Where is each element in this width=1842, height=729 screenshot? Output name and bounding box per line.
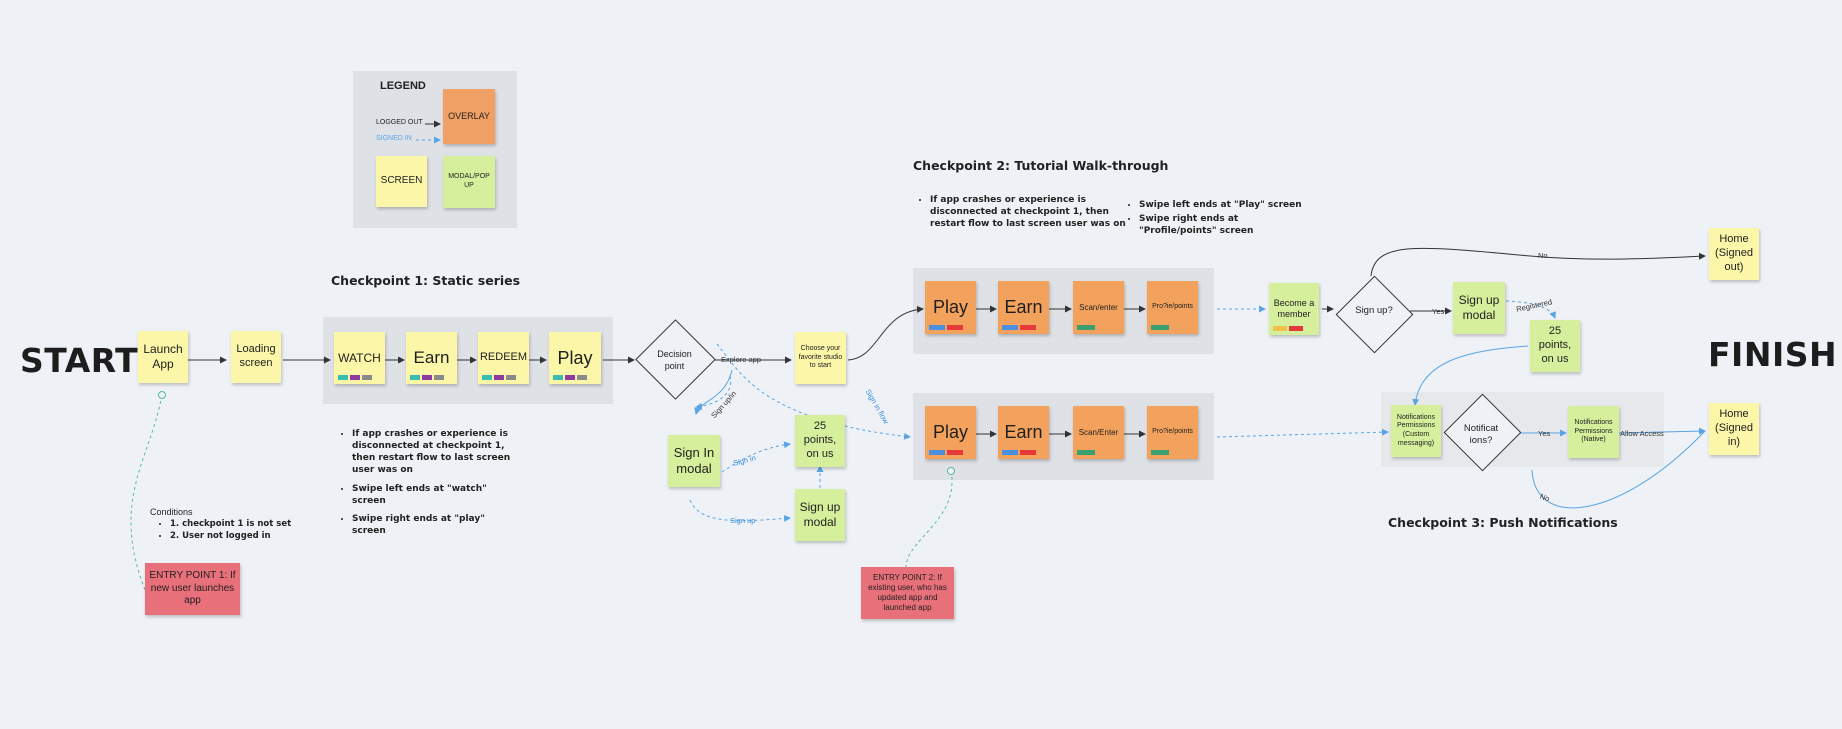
sign-up-modal-left[interactable]: Sign up modal xyxy=(795,489,845,541)
play-card[interactable]: Play xyxy=(549,332,601,384)
notif-custom[interactable]: Notifications Permissions (Custom messag… xyxy=(1391,405,1441,457)
cp2-scan-bottom-label: Scan/Enter xyxy=(1078,427,1119,437)
redeem-card[interactable]: REDEEM xyxy=(478,332,529,384)
cp2-note-1: If app crashes or experience is disconne… xyxy=(930,194,1130,230)
condition-1: 1. checkpoint 1 is not set xyxy=(170,519,310,530)
edge-yes-2: Yes xyxy=(1538,429,1551,438)
cp1-note-1: If app crashes or experience is disconne… xyxy=(352,428,512,477)
cp2-profile-bottom[interactable]: Pro?ie/points xyxy=(1147,406,1198,459)
watch-label: WATCH xyxy=(338,350,381,365)
edge-yes-1: Yes xyxy=(1432,307,1445,316)
redeem-tags xyxy=(482,375,516,380)
legend-screen: SCREEN xyxy=(376,156,427,207)
play-label: Play xyxy=(557,347,593,368)
cp2-play-bottom-label: Play xyxy=(932,422,968,443)
sign-up-q-label: Sign up? xyxy=(1355,305,1393,316)
watch-tags xyxy=(338,375,372,380)
cp2-note-3: Swipe right ends at "Profile/points" scr… xyxy=(1139,213,1309,237)
notif-native[interactable]: Notifications Permissions (Native) xyxy=(1568,406,1619,458)
legend-signed-in: SIGNED IN xyxy=(376,135,412,142)
legend-title: LEGEND xyxy=(380,80,426,92)
cp2-play-top-label: Play xyxy=(932,297,968,318)
cp2-scan-top-label: Scan/enter xyxy=(1079,302,1118,312)
launch-app[interactable]: Launch App xyxy=(138,331,188,383)
finish-label: FINISH xyxy=(1708,335,1838,374)
earn-tags xyxy=(410,375,444,380)
sign-up-modal-right[interactable]: Sign up modal xyxy=(1453,282,1505,334)
notif-q-label: Notificat ions? xyxy=(1463,423,1499,447)
cp2-profile-top-tags xyxy=(1151,325,1169,330)
legend-overlay: OVERLAY xyxy=(443,89,495,144)
checkpoint2-notes-right: Swipe left ends at "Play" screen Swipe r… xyxy=(1127,199,1309,243)
legend-modal: MODAL/POP UP xyxy=(443,156,495,208)
cp2-scan-top-tags xyxy=(1077,325,1095,330)
cp2-profile-top[interactable]: Pro?ie/points xyxy=(1147,281,1198,334)
watch-card[interactable]: WATCH xyxy=(334,332,385,384)
become-member-label: Become a member xyxy=(1273,297,1315,319)
cp1-note-2: Swipe left ends at "watch" screen xyxy=(352,483,512,507)
earn-label: Earn xyxy=(413,348,450,368)
legend-logged-out: LOGGED OUT xyxy=(376,119,423,126)
cp2-profile-top-label: Pro?ie/points xyxy=(1152,303,1193,311)
redeem-label: REDEEM xyxy=(479,351,528,364)
points-right[interactable]: 25 points, on us xyxy=(1530,320,1580,372)
sign-in-modal[interactable]: Sign In modal xyxy=(668,435,720,487)
edge-allow: Allow Access xyxy=(1620,429,1664,438)
earn-card[interactable]: Earn xyxy=(406,332,457,384)
edge-sign-up: Sign up xyxy=(730,516,756,525)
conditions-title: Conditions xyxy=(150,507,193,517)
decision-label: Decision point xyxy=(657,349,692,371)
edge-no-1: No xyxy=(1538,251,1548,260)
cp2-earn-bottom[interactable]: Earn xyxy=(998,406,1049,459)
cp2-play-bottom[interactable]: Play xyxy=(925,406,976,459)
cp2-earn-bottom-tags xyxy=(1002,450,1036,455)
cp2-earn-top-label: Earn xyxy=(1004,297,1043,318)
checkpoint2-title: Checkpoint 2: Tutorial Walk-through xyxy=(913,158,1169,173)
cp2-play-top-tags xyxy=(929,325,963,330)
condition-2: 2. User not logged in xyxy=(170,531,310,542)
cp2-profile-bottom-label: Pro?ie/points xyxy=(1152,428,1193,436)
cp2-scan-top[interactable]: Scan/enter xyxy=(1073,281,1124,334)
start-label: START xyxy=(20,341,139,380)
cp2-earn-top-tags xyxy=(1002,325,1036,330)
cp2-play-bottom-tags xyxy=(929,450,963,455)
play-tags xyxy=(553,375,587,380)
cp2-profile-bottom-tags xyxy=(1151,450,1169,455)
edge-explore: Explore app xyxy=(721,355,762,364)
points-left[interactable]: 25 points, on us xyxy=(795,415,845,467)
checkpoint3-title: Checkpoint 3: Push Notifications xyxy=(1388,515,1618,530)
home-signed-in[interactable]: Home (Signed in) xyxy=(1709,403,1759,455)
entry-point-2[interactable]: ENTRY POINT 2: If existing user, who has… xyxy=(861,567,954,619)
checkpoint2-notes-left: If app crashes or experience is disconne… xyxy=(918,194,1130,236)
cp2-play-top[interactable]: Play xyxy=(925,281,976,334)
home-signed-out[interactable]: Home (Signed out) xyxy=(1709,228,1759,280)
cp2-earn-top[interactable]: Earn xyxy=(998,281,1049,334)
cp2-scan-bottom[interactable]: Scan/Enter xyxy=(1073,406,1124,459)
cp2-scan-bottom-tags xyxy=(1077,450,1095,455)
cp1-note-3: Swipe right ends at "play" screen xyxy=(352,513,512,537)
conditions-list: 1. checkpoint 1 is not set 2. User not l… xyxy=(158,519,310,549)
become-member[interactable]: Become a member xyxy=(1269,283,1319,335)
checkpoint1-notes: If app crashes or experience is disconne… xyxy=(340,428,512,543)
checkpoint1-title: Checkpoint 1: Static series xyxy=(331,273,521,288)
loading-screen[interactable]: Loading screen xyxy=(231,331,281,383)
choose-studio[interactable]: Choose your favorite studio to start xyxy=(795,332,846,384)
become-member-tags xyxy=(1273,326,1303,331)
entry-point-1[interactable]: ENTRY POINT 1: If new user launches app xyxy=(145,563,240,615)
cp2-note-2: Swipe left ends at "Play" screen xyxy=(1139,199,1309,211)
cp2-earn-bottom-label: Earn xyxy=(1004,422,1043,443)
